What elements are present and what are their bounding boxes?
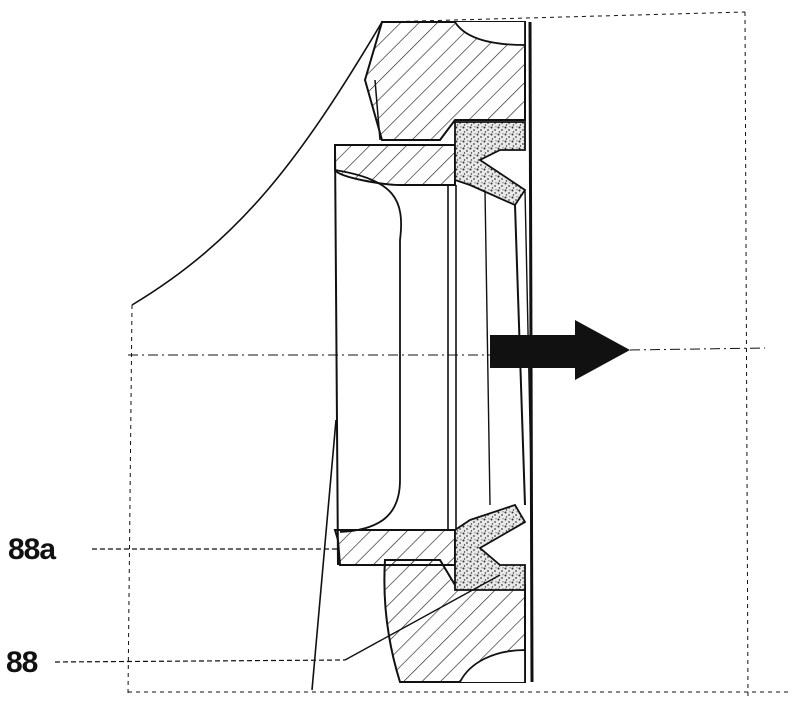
arrow-right-icon (490, 320, 630, 380)
seal-ring-88a (333, 144, 491, 566)
callout-label-88: 88 (6, 646, 38, 679)
callout-label-88a: 88a (8, 533, 56, 566)
leader-lines (54, 419, 501, 691)
housing-section-top (363, 21, 526, 141)
housing-outline (127, 11, 790, 701)
center-axis (128, 347, 766, 356)
